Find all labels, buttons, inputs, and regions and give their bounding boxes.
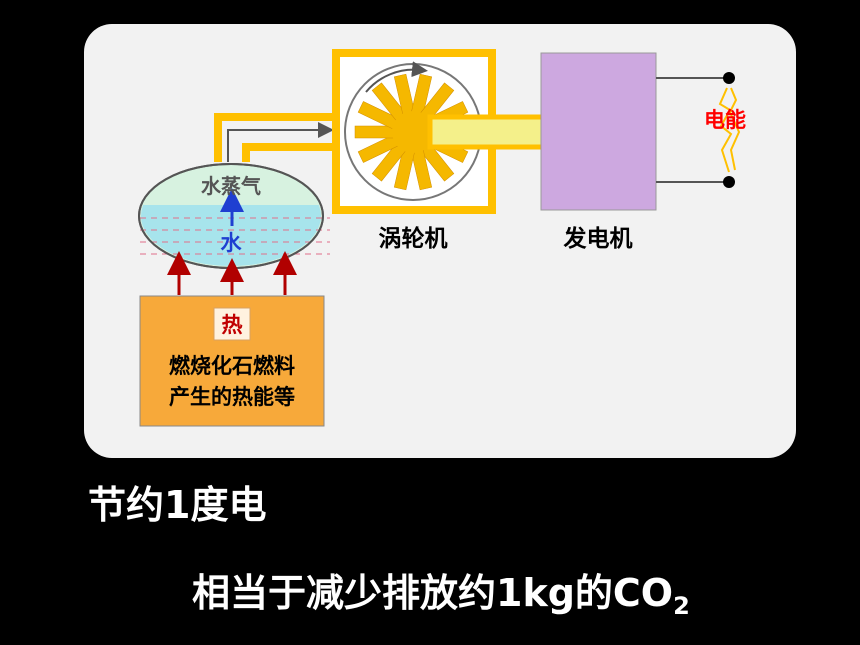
output-wires [656, 72, 741, 188]
generator-box [540, 52, 657, 211]
generator-label: 发电机 [563, 225, 633, 252]
spark-left [718, 87, 733, 173]
spark-right [728, 87, 741, 171]
heat-desc-line1: 燃烧化石燃料 [169, 354, 295, 378]
heat-badge-bg [213, 307, 251, 341]
terminal-bottom [723, 176, 735, 188]
terminal-top [723, 72, 735, 84]
heat-badge-label: 热 [222, 313, 243, 337]
heat-desc-line2: 产生的热能等 [169, 385, 295, 409]
caption-line2-main: 相当于减少排放约1kg的CO [192, 571, 674, 615]
heat-arrows [167, 251, 297, 295]
caption-line2: 相当于减少排放约1kg的CO2 [192, 562, 690, 620]
turbine-label: 涡轮机 [379, 225, 448, 252]
water-label: 水 [221, 231, 243, 255]
steam-label: 水蒸气 [201, 174, 261, 198]
caption-line1: 节约1度电 [88, 483, 267, 527]
electricity-label: 电能 [704, 108, 746, 132]
steam-pipe [214, 113, 336, 162]
boiler [138, 163, 330, 269]
caption-line2-subscript: 2 [673, 592, 690, 620]
